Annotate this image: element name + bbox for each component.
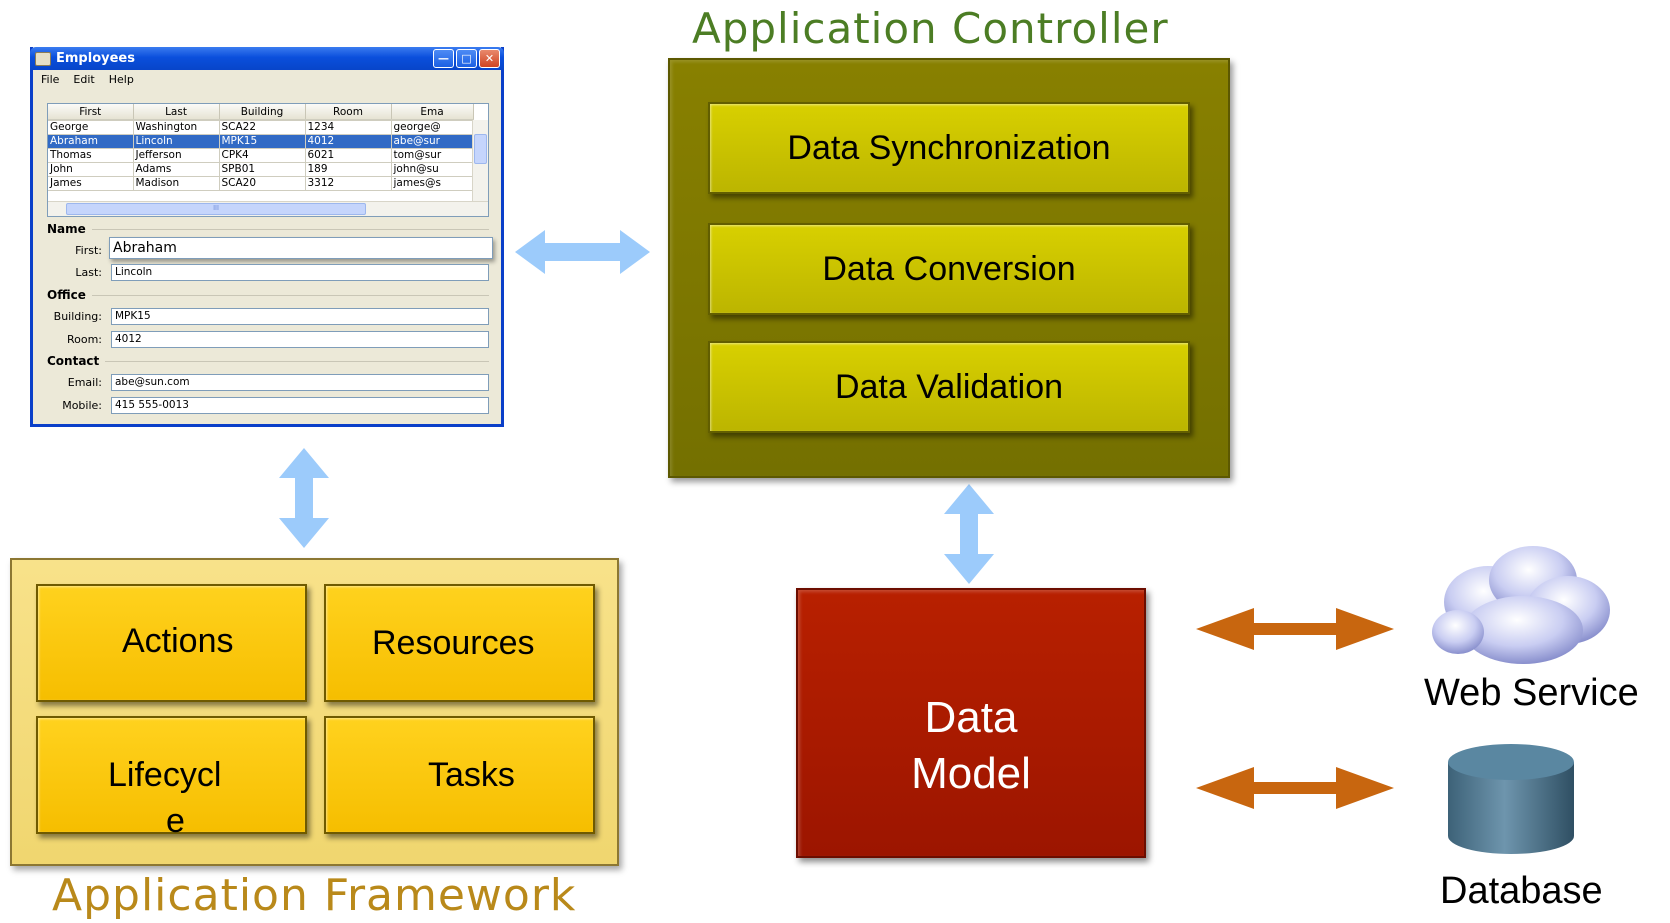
table-cell: 189 — [305, 162, 392, 177]
table-cell: MPK15 — [219, 134, 306, 149]
window-titlebar[interactable]: Employees — □ ✕ — [30, 47, 504, 70]
table-cell: james@s — [391, 176, 474, 191]
email-field[interactable]: abe@sun.com — [111, 374, 489, 391]
table-cell: Lincoln — [133, 134, 220, 149]
first-label: First: — [75, 244, 102, 257]
section-name: Name — [47, 222, 489, 236]
building-field[interactable]: MPK15 — [111, 308, 489, 325]
table-header: First Last Building Room Ema — [48, 104, 474, 121]
actions-label: Actions — [122, 622, 234, 660]
lifecycle-box: Lifecycl e — [36, 716, 307, 840]
table-cell: 1234 — [305, 120, 392, 135]
section-contact-label: Contact — [47, 354, 100, 368]
column-header-building[interactable]: Building — [219, 104, 306, 121]
table-row[interactable]: Thomas Jefferson CPK4 6021 tom@sur — [48, 148, 474, 163]
java-app-icon — [35, 51, 51, 66]
last-label: Last: — [75, 266, 102, 279]
menu-help[interactable]: Help — [108, 72, 134, 86]
tasks-box: Tasks — [324, 716, 595, 834]
tasks-label: Tasks — [428, 756, 515, 794]
table-cell: Adams — [133, 162, 220, 177]
table-cell: john@su — [391, 162, 474, 177]
controller-title: Application Controller — [692, 4, 1169, 53]
ui-framework-arrow — [279, 448, 329, 548]
section-office: Office — [47, 288, 489, 302]
table-cell: tom@sur — [391, 148, 474, 163]
table-cell: 6021 — [305, 148, 392, 163]
table-cell: SCA22 — [219, 120, 306, 135]
menu-edit[interactable]: Edit — [73, 72, 95, 86]
table-cell: John — [48, 162, 134, 177]
data-model-line1: Data — [924, 693, 1018, 742]
table-cell: george@ — [391, 120, 474, 135]
table-cell: George — [48, 120, 134, 135]
resources-label: Resources — [372, 624, 535, 662]
employee-table[interactable]: First Last Building Room Ema George Wash… — [47, 103, 489, 217]
table-cell: Madison — [133, 176, 220, 191]
mobile-label: Mobile: — [62, 399, 102, 412]
data-model-box: Data Model — [796, 588, 1146, 858]
email-label: Email: — [67, 376, 102, 389]
table-row-selected[interactable]: Abraham Lincoln MPK15 4012 abe@sur — [48, 134, 474, 149]
column-header-first[interactable]: First — [48, 104, 134, 121]
database-label: Database — [1440, 870, 1603, 912]
table-cell: CPK4 — [219, 148, 306, 163]
table-cell: 4012 — [305, 134, 392, 149]
lifecycle-label-wrap: e — [166, 802, 185, 840]
menu-file[interactable]: File — [41, 72, 60, 86]
menu-bar: File Edit Help — [33, 70, 501, 88]
last-name-field[interactable]: Lincoln — [111, 264, 489, 281]
table-cell: 3312 — [305, 176, 392, 191]
scroll-grip: III — [213, 205, 219, 212]
column-header-last[interactable]: Last — [133, 104, 220, 121]
close-icon[interactable]: ✕ — [479, 49, 500, 68]
resources-box: Resources — [324, 584, 595, 702]
table-cell: Thomas — [48, 148, 134, 163]
table-row[interactable]: George Washington SCA22 1234 george@ — [48, 120, 474, 135]
table-row[interactable]: John Adams SPB01 189 john@su — [48, 162, 474, 177]
table-cell: SPB01 — [219, 162, 306, 177]
section-office-label: Office — [47, 288, 86, 302]
table-cell: James — [48, 176, 134, 191]
mobile-field[interactable]: 415 555-0013 — [111, 397, 489, 414]
first-name-field[interactable]: Abraham — [109, 237, 493, 259]
table-cell: Washington — [133, 120, 220, 135]
controller-model-arrow — [944, 484, 994, 584]
horizontal-scroll-thumb[interactable]: III — [66, 203, 366, 215]
model-webservice-arrow — [1196, 608, 1394, 650]
data-validation-box: Data Validation — [708, 341, 1190, 433]
window-title: Employees — [56, 51, 135, 66]
table-cell: SCA20 — [219, 176, 306, 191]
employees-window: Employees — □ ✕ File Edit Help First Las… — [30, 47, 504, 427]
cloud-icon — [1432, 546, 1610, 664]
application-controller: Data Synchronization Data Conversion Dat… — [668, 58, 1230, 478]
room-field[interactable]: 4012 — [111, 331, 489, 348]
column-header-room[interactable]: Room — [305, 104, 392, 121]
table-cell: Abraham — [48, 134, 134, 149]
web-service-label: Web Service — [1424, 672, 1639, 714]
data-conversion-box: Data Conversion — [708, 223, 1190, 315]
data-synchronization-box: Data Synchronization — [708, 102, 1190, 194]
table-row[interactable]: James Madison SCA20 3312 james@s — [48, 176, 474, 191]
ui-controller-arrow — [515, 230, 650, 274]
application-framework: Actions Resources Lifecycl e Tasks — [10, 558, 619, 866]
horizontal-scrollbar[interactable]: III — [48, 201, 488, 216]
framework-title: Application Framework — [52, 870, 577, 921]
data-model-line2: Model — [911, 749, 1031, 798]
vertical-scrollbar[interactable] — [472, 120, 488, 203]
actions-box: Actions — [36, 584, 307, 702]
database-icon — [1448, 744, 1574, 854]
room-label: Room: — [66, 333, 102, 346]
column-header-email[interactable]: Ema — [391, 104, 474, 121]
minimize-icon[interactable]: — — [433, 49, 454, 68]
building-label: Building: — [53, 310, 102, 323]
vertical-scroll-thumb[interactable] — [474, 134, 487, 164]
table-cell: abe@sur — [391, 134, 474, 149]
model-database-arrow — [1196, 767, 1394, 809]
maximize-icon[interactable]: □ — [456, 49, 477, 68]
table-cell: Jefferson — [133, 148, 220, 163]
section-contact: Contact — [47, 354, 489, 368]
lifecycle-label: Lifecycl — [108, 756, 222, 794]
section-name-label: Name — [47, 222, 86, 236]
